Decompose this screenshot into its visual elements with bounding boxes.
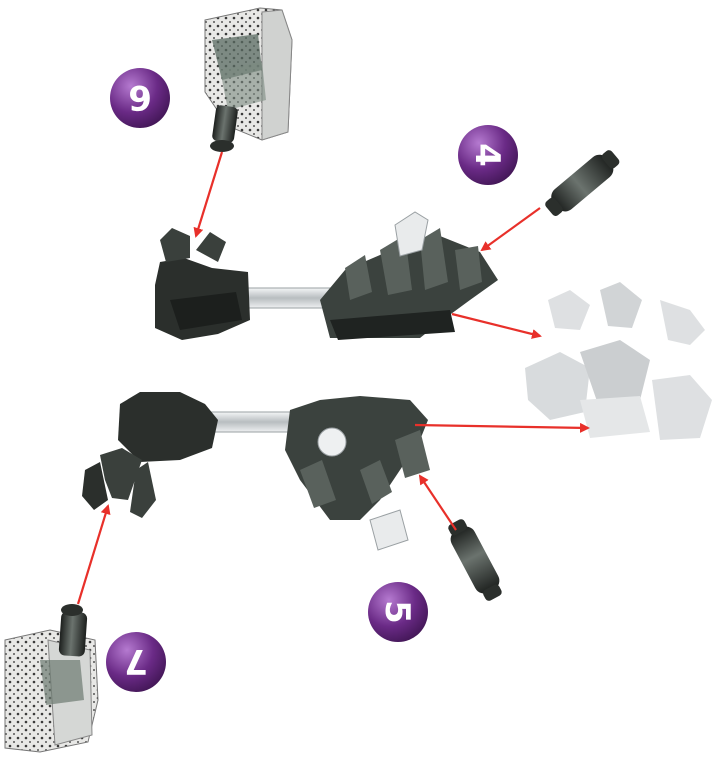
faded-parts-lower xyxy=(525,340,712,440)
connector-pin-4 xyxy=(541,145,624,220)
upper-assembly xyxy=(155,212,498,340)
step-number-7: 7 xyxy=(124,641,148,681)
arrow-step-7 xyxy=(78,506,108,604)
step-number-6: 6 xyxy=(128,77,152,117)
step-badge-4: 4 xyxy=(458,125,518,185)
step-badge-5: 5 xyxy=(368,582,428,642)
arrow-to-faded-upper xyxy=(452,314,540,336)
connector-pin-bottom xyxy=(58,604,87,657)
step-badge-7: 7 xyxy=(106,632,166,692)
step-number-4: 4 xyxy=(467,143,507,167)
lower-assembly xyxy=(82,392,430,550)
step-number-5: 5 xyxy=(377,600,417,624)
arrow-step-6 xyxy=(196,152,222,236)
step-badge-6: 6 xyxy=(110,68,170,128)
faded-parts-upper xyxy=(548,282,705,345)
arrow-step-5 xyxy=(420,476,456,530)
connector-pin-5 xyxy=(443,516,506,604)
connector-pin-top xyxy=(210,105,238,152)
arrow-step-4 xyxy=(482,208,540,250)
arrows xyxy=(78,152,588,604)
arrow-to-faded-lower xyxy=(415,425,588,428)
